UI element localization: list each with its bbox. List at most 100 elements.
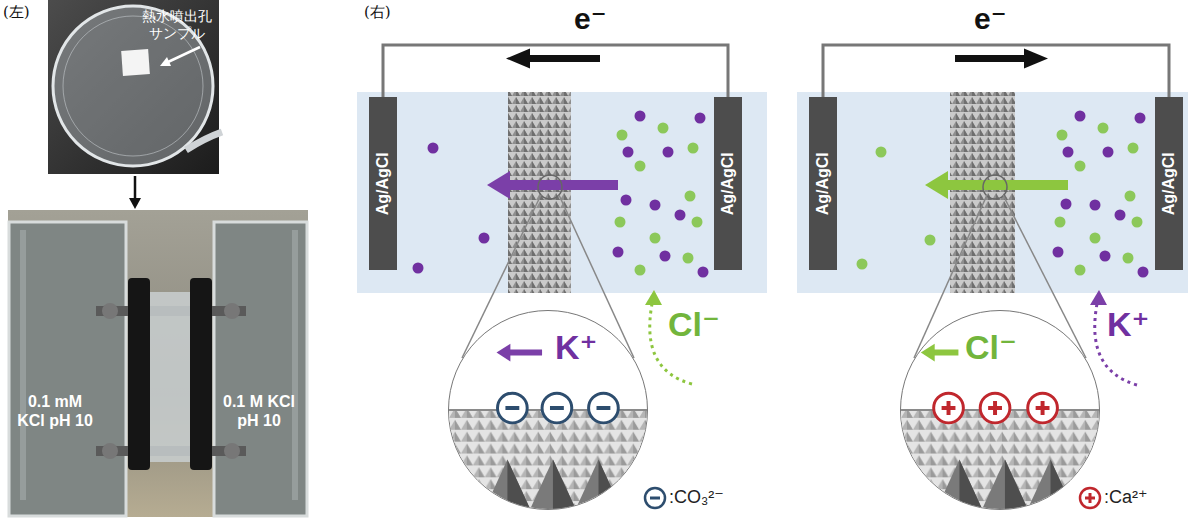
surface-illustration-part [449,410,647,509]
edge-label: e⁻ [974,2,1007,35]
cell-photo-part [190,278,212,470]
cell-left [357,49,767,385]
surface-illustration-part [901,410,1099,509]
electrode-label: Ag/AgCl [1160,152,1178,215]
surface-illustration-part [644,460,647,510]
surface-illustration-part [621,460,647,510]
ion-dot [613,247,624,258]
sample-photo-part [168,47,200,62]
ion-dot [1103,147,1114,158]
text-label: 0.1 mM KCl pH 10 [12,392,98,430]
ion-dot [857,259,868,270]
surface-illustration-part [550,406,564,410]
text-label: 熱水噴出孔 サンプル [138,8,216,42]
ion-dot [876,147,887,158]
electrode-label: Ag/AgCl [814,152,832,215]
surface-illustration-part [1050,460,1073,510]
legend-sample-part [645,488,665,508]
ion-dot [692,217,703,228]
electrode-label: Ag/AgCl [719,152,737,215]
surface-illustration-part [921,344,935,362]
ion-dot [1098,123,1109,134]
legend-item: :CO₃²⁻ [643,486,724,510]
ion-dot [635,265,646,276]
surface-illustration-part [901,460,937,510]
ion-dot [1125,191,1136,202]
ion-dot [1123,253,1134,264]
surface-illustration-part [937,460,983,510]
down-arrow-part [134,176,137,199]
legend-sample [1078,486,1102,510]
surface-illustration-part [1041,401,1045,415]
cell-photo-part [102,303,118,319]
cell-right-part [955,55,1025,62]
legend-text: :CO₃²⁻ [669,487,724,509]
ion-dot [623,147,634,158]
cell-photo-part [102,443,118,459]
cell-right-part [950,92,1015,293]
surface-illustration-part [542,393,572,423]
magnified-circle: K⁺ [448,310,648,510]
ion-dot [1075,265,1086,276]
wire [823,45,1169,97]
surface-illustration-part [498,393,528,423]
electrode-box: Ag/AgCl [714,97,742,270]
surface-illustration-part [530,460,576,510]
text-label: K⁺ [1107,304,1150,345]
cell-photo-part [214,222,307,516]
cell-left-part [357,92,767,293]
legend-sample-part [1089,493,1092,503]
ion-dot [413,263,424,274]
text-label: (左) [3,3,30,21]
cell-photo-part [292,230,298,500]
cell-photo-part [8,210,308,517]
surface-illustration-part [553,460,576,510]
cell-right [797,49,1188,386]
ion-dot [685,191,696,202]
surface-illustration-part [485,460,531,510]
ion-dot [621,195,632,206]
label-box: (左) [3,3,30,21]
ion-dot [1075,111,1086,122]
electrode-box: Ag/AgCl [369,97,397,270]
edge-label-box: e⁻ [572,2,609,35]
ion-dot [1132,217,1143,228]
text-label: Cl⁻ [668,304,720,345]
cell-left-part [487,171,510,199]
label-box: 熱水噴出孔 サンプル [138,8,216,42]
cell-left-part [528,55,600,62]
edge-label-box: e⁻ [972,2,1009,35]
cell-right-part [1090,290,1107,305]
surface-illustration-part [993,401,997,415]
surface-illustration-part [982,460,1028,510]
ion-dot [683,253,694,264]
electrode-label: Ag/AgCl [374,152,392,215]
ion-dot [1063,147,1074,158]
cell-right-part [925,171,948,199]
ion-dot [1138,267,1149,278]
ion-dot [688,143,699,154]
cell-left-part [506,49,530,69]
surface-illustration-part [589,393,619,423]
ion-dot [1055,217,1066,228]
ion-dot [615,217,626,228]
ion-dot [660,251,671,262]
legend-item: :Ca²⁺ [1078,486,1148,510]
ion-dot [1053,247,1064,258]
ion-dot [1057,130,1068,141]
surface-illustration-part [1005,460,1028,510]
cell-photo-part [224,303,240,319]
ion-dot [635,161,646,172]
electrode-box: Ag/AgCl [1155,97,1183,270]
ion-dot [1100,251,1111,262]
cell-right-part [1024,49,1048,69]
sample-photo [48,0,222,174]
surface-illustration-part [507,460,530,510]
label-box: Cl⁻ [668,304,720,345]
ion-dot [658,123,669,134]
cell-left-part [508,92,571,293]
ion-dot [1090,233,1101,244]
surface-illustration-part [449,460,485,510]
legend-sample [643,486,667,510]
